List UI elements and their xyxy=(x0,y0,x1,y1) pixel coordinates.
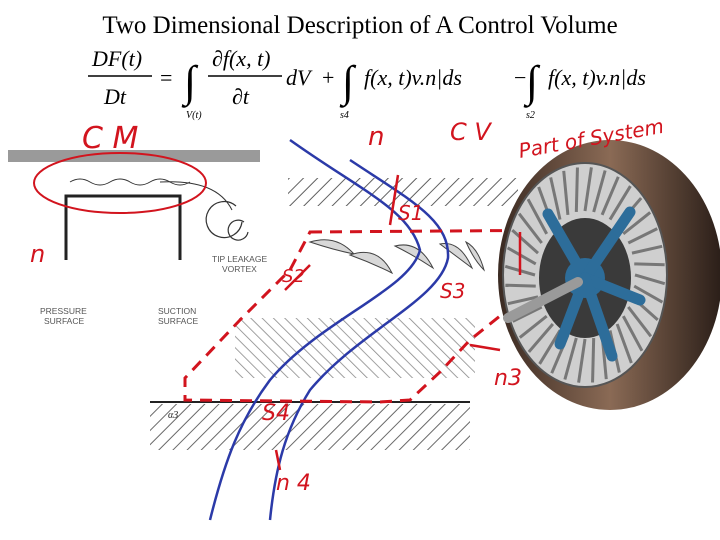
turbine-blade xyxy=(634,264,664,265)
turbine-blade xyxy=(505,285,535,286)
annotation-ns4: n 4 xyxy=(276,471,311,496)
blade-1 xyxy=(310,240,354,254)
alpha3-label: α3 xyxy=(168,410,178,421)
bottom-wall: α3 xyxy=(150,402,470,450)
tip-vortex-swirl xyxy=(206,202,248,241)
turbine-machine xyxy=(498,140,720,410)
annotation-s2: S2 xyxy=(282,266,305,287)
pressure-label-2: SURFACE xyxy=(44,316,84,326)
blade-tip-outline xyxy=(66,196,180,260)
annotation-ns1: n xyxy=(368,122,384,152)
tip-leakage-label-2: VORTEX xyxy=(222,264,257,274)
middle-blade-row xyxy=(310,240,484,273)
tip-clearance-sketch: TIP LEAKAGE VORTEX PRESSURE SURFACE SUCT… xyxy=(8,150,267,326)
suction-label-2: SURFACE xyxy=(158,316,198,326)
tip-leakage-label-1: TIP LEAKAGE xyxy=(212,254,267,264)
annotation-cv: C V xyxy=(450,118,492,146)
pressure-label-1: PRESSURE xyxy=(40,306,87,316)
annotation-s4: S4 xyxy=(262,401,290,426)
annotation-s3: S3 xyxy=(440,279,465,303)
blade-4 xyxy=(440,244,472,269)
annotation-s1: S1 xyxy=(398,201,423,225)
turbine-blade xyxy=(593,338,594,382)
annotation-cm: C M xyxy=(82,121,138,156)
annotation-side-n: n xyxy=(30,240,45,268)
blade-2 xyxy=(350,252,392,273)
suction-label-1: SUCTION xyxy=(158,306,196,316)
annotation-ns3: n3 xyxy=(494,366,522,391)
turbine-blade xyxy=(576,167,577,211)
